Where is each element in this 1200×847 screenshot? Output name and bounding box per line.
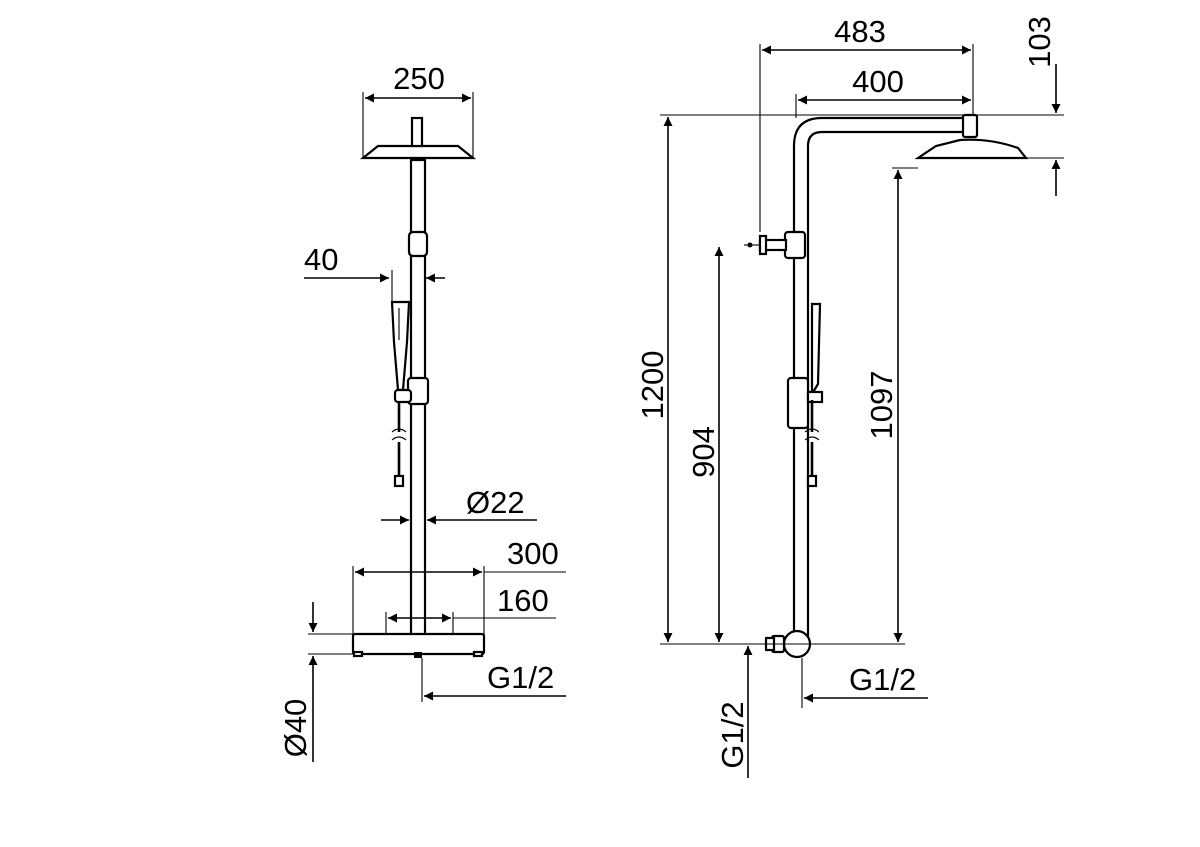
side-head-height-label: 1097	[864, 371, 899, 440]
side-head-drop-dimension: 103	[660, 16, 1064, 196]
side-arm-label: 400	[852, 64, 904, 99]
side-diverter-height-dimension: 904	[686, 247, 724, 642]
side-head-height-dimension: 1097	[864, 167, 918, 642]
side-height-dimension: 1200	[635, 117, 673, 642]
front-riser-pipe	[406, 158, 430, 638]
front-offset-label: 40	[304, 242, 338, 277]
front-bar-diameter-dimension: Ø40	[278, 602, 353, 762]
front-inlet-label: G1/2	[487, 660, 554, 695]
side-inlet-label: G1/2	[849, 662, 916, 697]
front-pipe-diameter-label: Ø22	[466, 485, 525, 520]
side-outlet-dimension: G1/2	[715, 646, 753, 778]
front-shower-head	[359, 116, 477, 160]
front-thermostat-bar	[351, 632, 486, 658]
front-inlet-dimension: G1/2	[421, 658, 566, 702]
side-hand-shower	[786, 302, 824, 488]
side-reach-label: 483	[834, 14, 886, 49]
front-bar-spacing-label: 160	[497, 583, 549, 618]
front-bar-diameter-label: Ø40	[278, 699, 313, 758]
front-bar-length-label: 300	[507, 536, 559, 571]
front-view: 250 40 Ø22 300 160	[278, 61, 566, 762]
front-offset-dimension: 40	[304, 242, 445, 302]
front-bar-spacing-dimension: 160	[385, 583, 556, 634]
front-hand-shower	[390, 300, 413, 488]
side-height-label: 1200	[635, 351, 670, 420]
side-view: 483 400 103 1200 904	[635, 14, 1064, 778]
side-arm-dimension: 400	[795, 64, 971, 118]
side-diverter	[744, 230, 807, 260]
front-pipe-diameter-dimension: Ø22	[381, 485, 537, 525]
side-inlet-dimension: G1/2	[801, 658, 928, 708]
side-shower-head	[914, 138, 1029, 160]
side-reach-dimension: 483	[759, 14, 974, 232]
front-width-dimension: 250	[362, 61, 474, 158]
front-bar-length-dimension: 300	[352, 536, 566, 634]
side-outlet-label: G1/2	[715, 701, 750, 768]
front-width-label: 250	[393, 61, 445, 96]
side-head-drop-label: 103	[1022, 16, 1057, 68]
side-diverter-height-label: 904	[686, 426, 721, 478]
